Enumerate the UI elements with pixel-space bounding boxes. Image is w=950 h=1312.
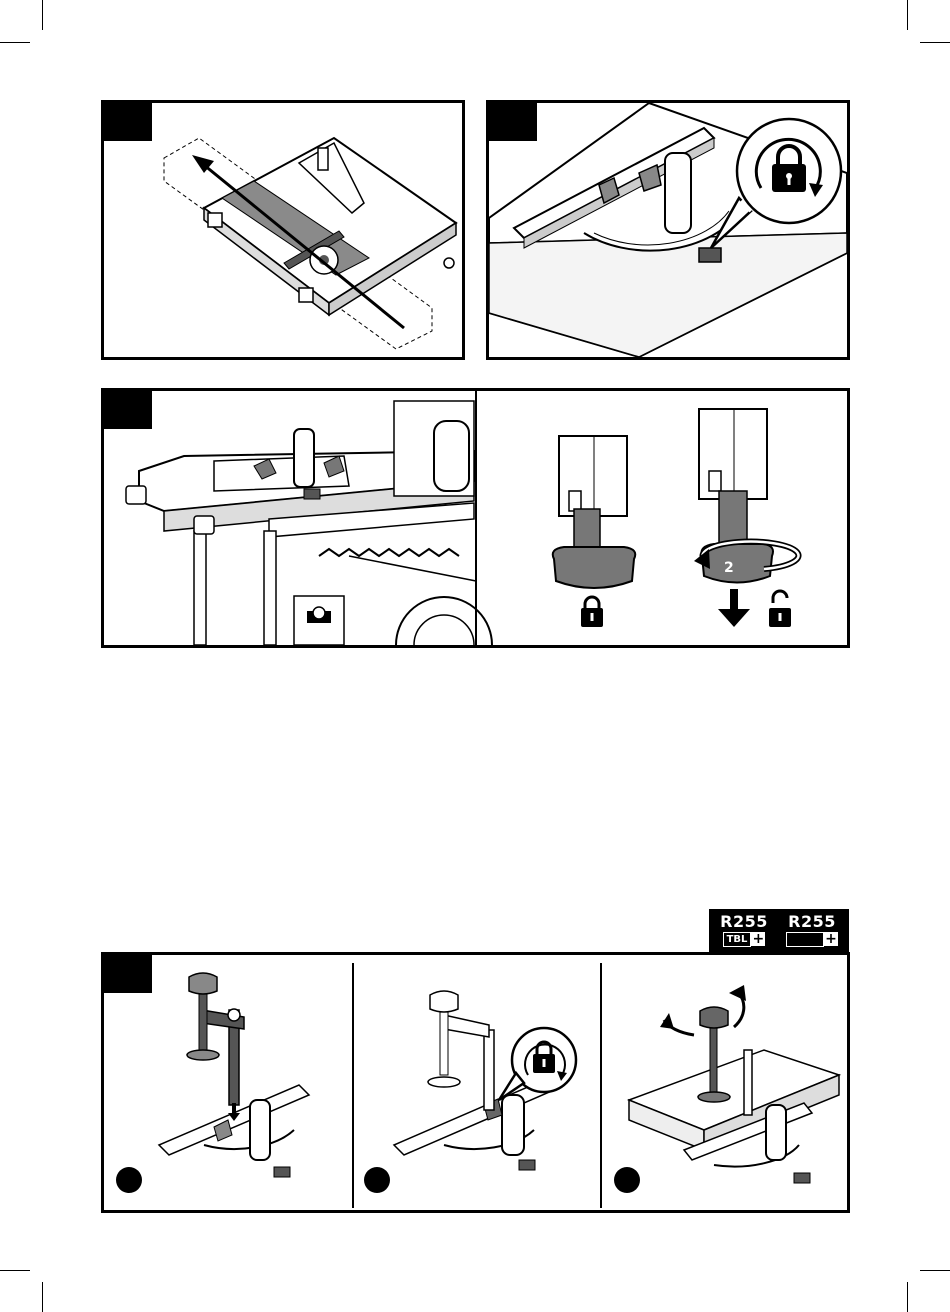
- model-badge: R255 TBL+ R255 +: [709, 909, 849, 953]
- figure-panel-table-overview: [101, 100, 465, 360]
- crop-mark: [0, 42, 30, 43]
- padlock-closed-icon: [581, 597, 603, 627]
- step-1-illustration: [159, 973, 309, 1177]
- step-3-illustration: [629, 985, 839, 1183]
- badge-model: R255: [713, 913, 775, 931]
- crop-mark: [907, 1282, 908, 1312]
- figure-panel-miter-lock: [486, 100, 850, 360]
- badge-tag: TBL: [723, 932, 752, 947]
- badge-item-tbl: R255 TBL+: [713, 913, 775, 950]
- crop-mark: [42, 1282, 43, 1312]
- crop-mark: [920, 1270, 950, 1271]
- badge-model: R255: [781, 913, 843, 931]
- badge-item-plain: R255 +: [781, 913, 843, 950]
- miter-gauge-illustration: [489, 103, 847, 357]
- hold-down-clamp-steps: [104, 955, 847, 1210]
- figure-panel-hold-down-clamp: [101, 952, 850, 1213]
- padlock-open-icon: [769, 591, 791, 627]
- crop-mark: [907, 0, 908, 30]
- crop-mark: [42, 0, 43, 30]
- figure-panel-knob-detail: 2: [101, 388, 850, 648]
- step-marker-2: [364, 1167, 390, 1193]
- step-2-illustration: [394, 991, 576, 1170]
- step-marker-3: [614, 1167, 640, 1193]
- plus-icon: +: [751, 932, 765, 946]
- badge-tag: [786, 932, 824, 947]
- plus-icon: +: [824, 932, 838, 946]
- table-saw-illustration: [104, 103, 462, 357]
- step-marker-1: [116, 1167, 142, 1193]
- rotation-step-label: 2: [724, 560, 734, 576]
- arrow-icon: [718, 589, 750, 627]
- crop-mark: [0, 1270, 30, 1271]
- table-side-illustration: 2: [104, 391, 847, 645]
- crop-mark: [920, 42, 950, 43]
